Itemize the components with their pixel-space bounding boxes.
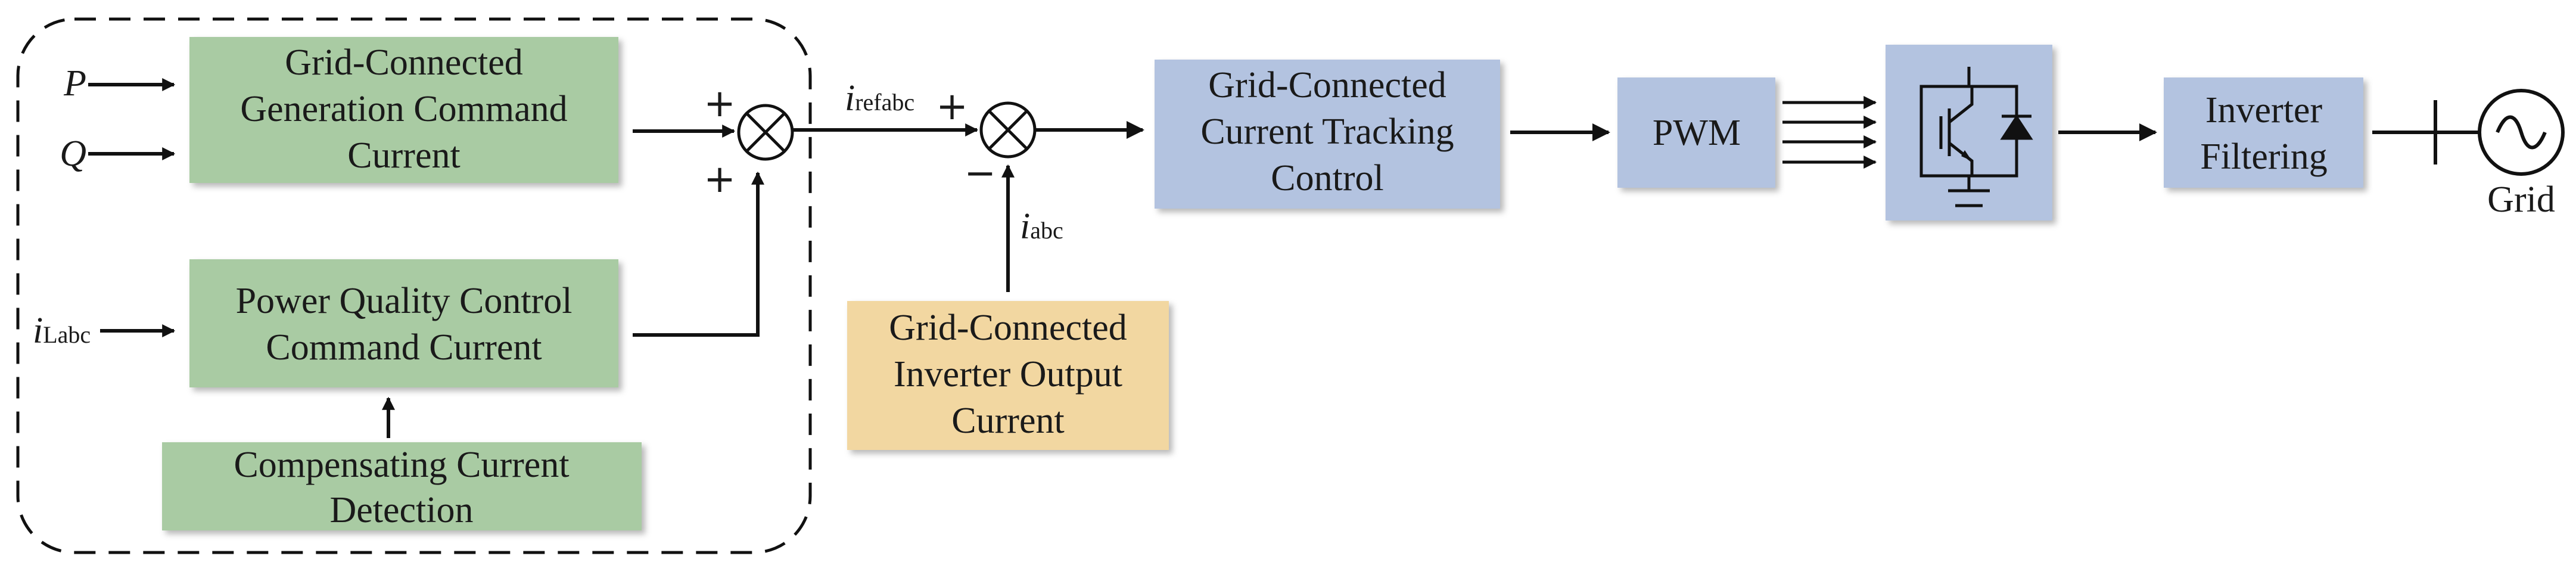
inverter-output-line-2: Inverter Output [894,354,1122,395]
generation-command-line-1: Grid-Connected [285,42,522,83]
filtering-line-1: Inverter [2205,90,2323,131]
pq-to-sum1-arrow [633,171,764,337]
inverter-filtering-block: Inverter Filtering [2164,77,2363,188]
sum2-plus: + [936,85,968,129]
iref-sub: refabc [855,89,914,116]
input-q-label: Q [60,134,86,174]
generation-command-line-3: Current [347,135,460,176]
generation-command-current-block: Grid-Connected Generation Command Curren… [189,37,618,183]
tracking-line-1: Grid-Connected [1208,65,1446,105]
compensating-detection-bg [162,442,642,530]
summing-junction-2 [979,101,1037,159]
summing-junction-1 [737,104,794,161]
iref-main: i [845,78,855,119]
sum1-plus-top: + [704,82,736,126]
inverter-filtering-bg [2164,77,2363,188]
input-p-label: P [63,63,86,104]
command-region-dashed-border [16,17,812,554]
igbt-emitter-arrow [1961,150,1972,161]
sum1-plus-bottom: + [704,157,736,201]
iabc-main: i [1020,206,1030,247]
pwm-gate-signals [1782,96,1877,169]
sine-wave-icon [2496,115,2547,150]
pwm-label: PWM [1653,113,1741,153]
ac-source-icon [2478,89,2565,176]
compensating-line-2: Detection [329,490,473,530]
power-quality-command-bg [189,259,618,387]
power-quality-command-block: Power Quality Control Command Current [189,259,618,387]
generation-command-line-2: Generation Command [240,89,567,129]
input-ilabc-main: i [33,311,43,351]
power-quality-line-1: Power Quality Control [236,281,573,321]
tracking-line-2: Current Tracking [1200,111,1454,152]
grid-label: Grid [2487,179,2555,220]
inverter-output-current-block: Grid-Connected Inverter Output Current [847,301,1169,450]
iabc-label: iabc [1020,206,1063,247]
sum2-minus: − [964,151,996,195]
generation-command-current-bg [189,37,618,183]
pwm-block: PWM [1617,77,1775,188]
inverter-switch-block [1886,45,2052,221]
compensating-detection-block: Compensating Current Detection [162,442,642,530]
input-ilabc-sub: Labc [43,321,91,348]
tracking-line-3: Control [1271,158,1383,198]
pwm-bg [1617,77,1775,188]
iref-label: irefabc [845,78,914,119]
filtering-line-2: Filtering [2200,136,2328,177]
input-ilabc-label: iLabc [33,311,91,351]
inverter-output-line-1: Grid-Connected [889,308,1127,348]
iabc-sub: abc [1030,217,1063,244]
grid-connection [2372,89,2565,176]
current-tracking-control-block: Grid-Connected Current Tracking Control [1155,60,1500,209]
inverter-output-line-3: Current [951,401,1064,441]
compensating-line-1: Compensating Current [234,445,569,485]
inverter-output-current-bg [847,301,1169,450]
current-tracking-control-bg [1155,60,1500,209]
power-quality-line-2: Command Current [266,327,542,368]
